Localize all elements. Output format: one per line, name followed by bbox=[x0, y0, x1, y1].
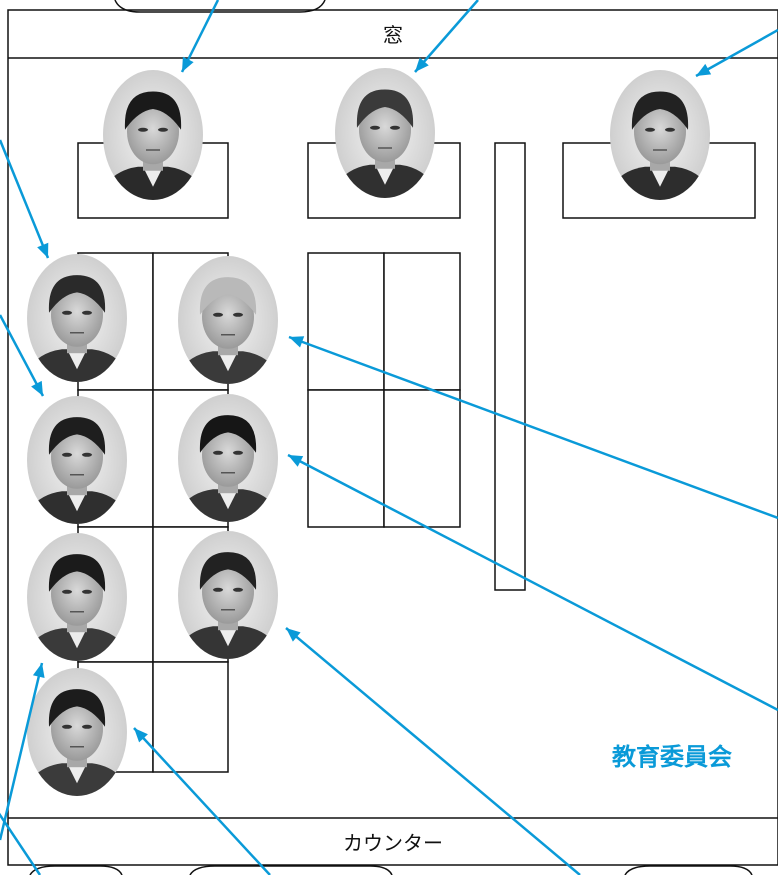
leader-line-10 bbox=[285, 627, 581, 875]
desk-group-center bbox=[307, 252, 461, 528]
leader-line-2 bbox=[414, 0, 479, 73]
callout-box-bottom-right bbox=[624, 865, 753, 875]
cabinet bbox=[494, 142, 526, 591]
portrait-3 bbox=[610, 70, 710, 200]
arrowhead-8 bbox=[32, 663, 45, 679]
leader-line-7 bbox=[287, 453, 778, 712]
arrowhead-11 bbox=[134, 728, 148, 743]
leader-line-5 bbox=[0, 314, 45, 397]
callout-box-bottom-center bbox=[189, 865, 393, 875]
portrait-8 bbox=[27, 533, 127, 661]
window-label: 窓 bbox=[383, 23, 403, 47]
portrait-1 bbox=[103, 70, 203, 200]
arrowhead-7 bbox=[288, 455, 304, 467]
leader-line-8 bbox=[0, 662, 44, 841]
arrowhead-1 bbox=[182, 56, 194, 72]
portrait-7 bbox=[178, 394, 278, 522]
arrowhead-6 bbox=[289, 336, 305, 348]
portrait-10 bbox=[27, 668, 127, 796]
portrait-4 bbox=[27, 254, 127, 382]
leader-line-3 bbox=[695, 28, 778, 78]
callout-box-top bbox=[114, 0, 326, 13]
callout-box-bottom-left bbox=[29, 865, 123, 875]
arrowhead-2 bbox=[415, 57, 429, 72]
arrowhead-3 bbox=[696, 63, 712, 76]
leader-line-11 bbox=[133, 727, 271, 875]
room-name-label: 教育委員会 bbox=[612, 743, 732, 771]
counter-label: カウンター bbox=[343, 831, 443, 855]
arrowhead-4 bbox=[37, 242, 49, 258]
leader-line-9 bbox=[0, 812, 42, 875]
leader-line-6 bbox=[288, 335, 778, 520]
leader-line-4 bbox=[0, 139, 50, 259]
portrait-2 bbox=[335, 68, 435, 198]
arrowhead-10 bbox=[286, 628, 301, 642]
arrowhead-5 bbox=[31, 380, 43, 396]
